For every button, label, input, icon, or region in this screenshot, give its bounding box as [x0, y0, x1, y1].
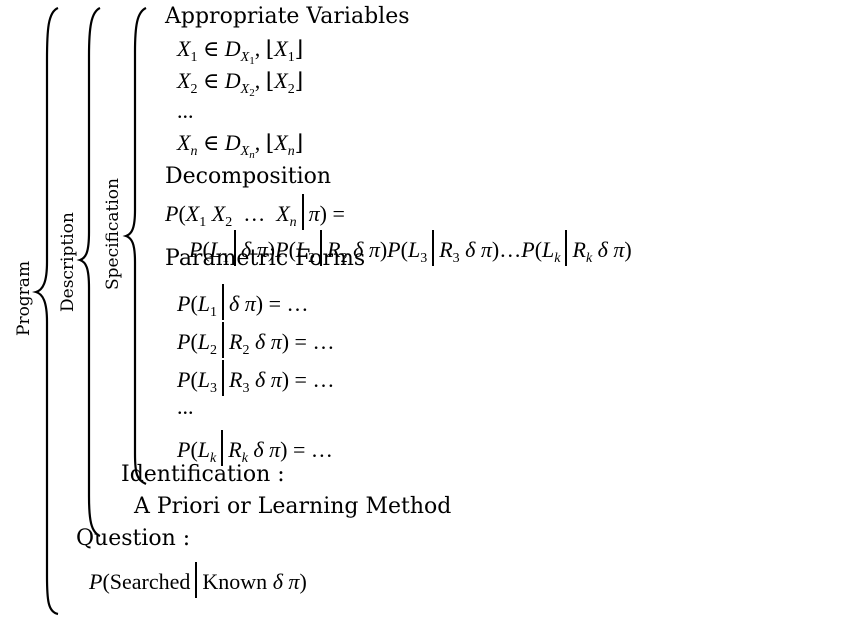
searched-label: Searched	[109, 569, 191, 594]
specification-brace	[122, 6, 147, 486]
specification-label: Specification	[103, 178, 123, 290]
variables-heading: Appropriate Variables	[165, 4, 410, 29]
program-label: Program	[14, 260, 34, 336]
identification-heading: Identification :	[121, 462, 285, 487]
identification-method: A Priori or Learning Method	[134, 494, 452, 519]
variable-row-2: X2 ∈ DX2, ⌊X2⌋	[177, 68, 304, 99]
decomposition-heading: Decomposition	[165, 164, 332, 189]
parametric-heading: Parametric Forms	[165, 246, 366, 271]
variable-row-n: Xn ∈ DXn, ⌊Xn⌋	[177, 130, 304, 161]
variable-row-1: X1 ∈ DX1, ⌊X1⌋	[177, 36, 304, 67]
question-heading: Question :	[76, 526, 191, 551]
parametric-ellipsis: ...	[177, 394, 194, 419]
description-label: Description	[58, 212, 78, 312]
description-brace	[76, 6, 101, 538]
variable-ellipsis: ...	[177, 98, 194, 123]
program-brace	[32, 6, 59, 616]
known-label: Known	[202, 569, 268, 594]
